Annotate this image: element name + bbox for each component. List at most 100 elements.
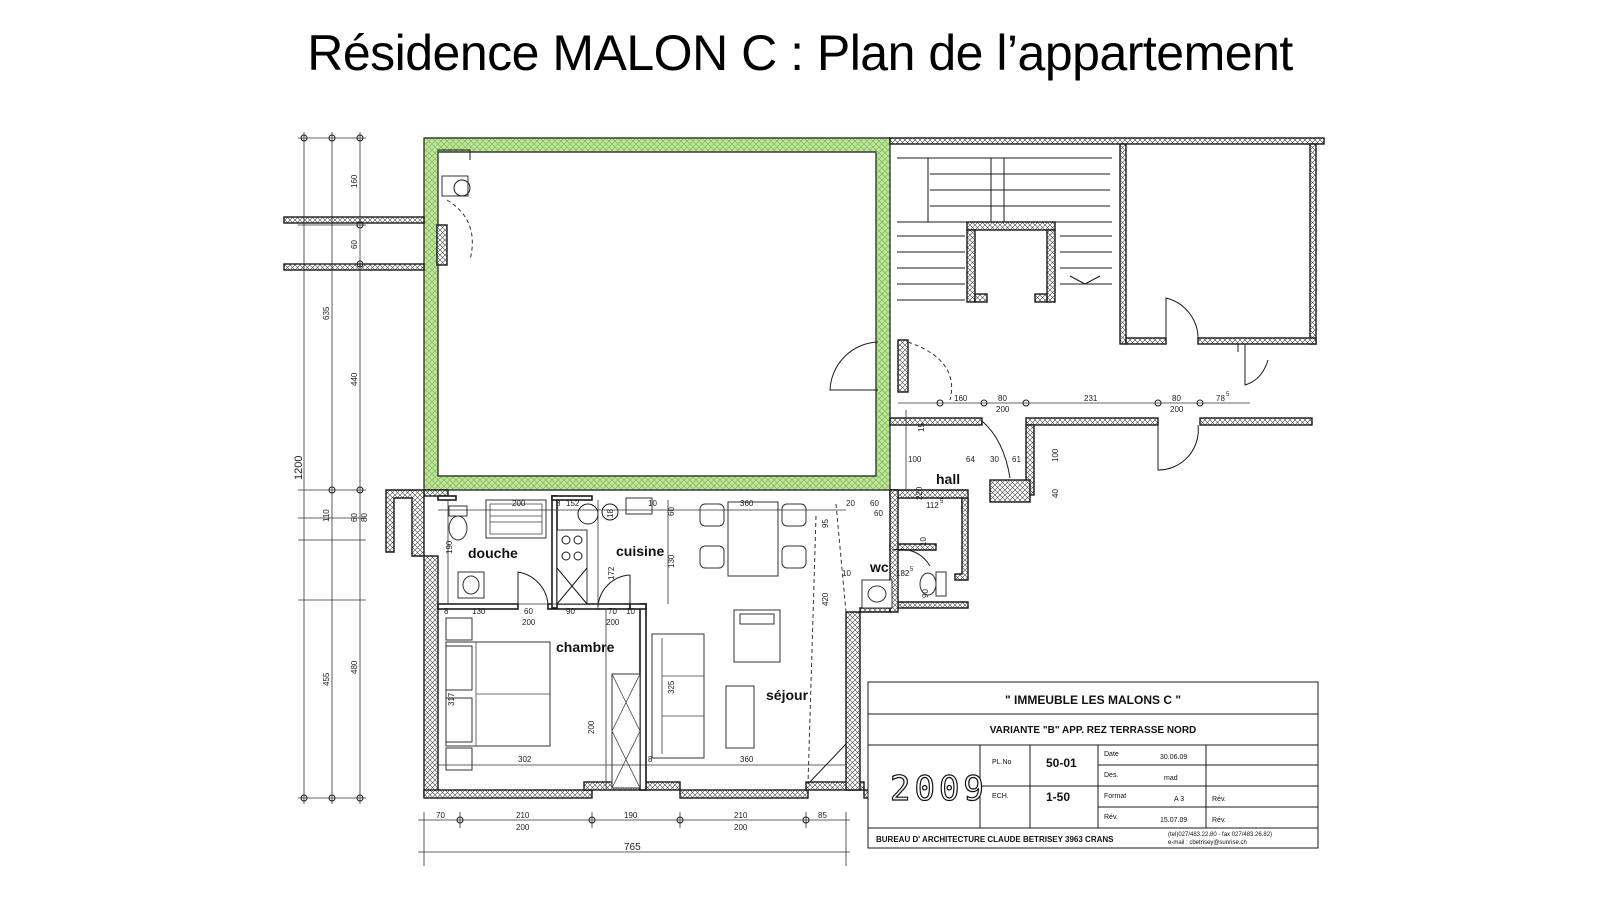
dim-hall-100: 100	[908, 455, 922, 464]
dim-wc-182-sup: 5	[910, 567, 914, 573]
dim-int-420: 420	[821, 592, 830, 606]
title-block-plno-value: 50-01	[1046, 756, 1077, 770]
room-wc: wc	[869, 559, 889, 575]
dim-wc-182: 182	[896, 569, 910, 578]
title-block-format-label: Format	[1104, 793, 1126, 800]
dim-hall-61: 61	[1012, 455, 1021, 464]
dim-hall-220: 220	[915, 486, 924, 500]
dim-bottom-210b: 210	[734, 811, 748, 820]
title-block-ech-label: ECH.	[992, 793, 1009, 800]
dim-left-160: 160	[350, 174, 359, 188]
dim-int-95: 95	[821, 519, 830, 528]
dim-int-200b: 200	[522, 618, 536, 627]
room-labels: douche cuisine chambre séjour hall wc	[468, 471, 960, 703]
title-block-rev-value: 15.07.09	[1160, 817, 1187, 824]
dim-int-10c: 10	[626, 607, 635, 616]
dimension-lines	[298, 132, 1250, 866]
title-block-des-value: mad	[1164, 775, 1178, 782]
dim-int-60: 60	[870, 499, 879, 508]
dim-wc-10b: 10	[919, 537, 928, 546]
dim-hall-200a: 200	[996, 405, 1010, 414]
title-block-rev-label3: Rév.	[1212, 817, 1226, 824]
title-block: " IMMEUBLE LES MALONS C " VARIANTE "B" A…	[867, 681, 1319, 849]
title-block-format-value: A 3	[1174, 796, 1184, 803]
title-block-date-label: Date	[1104, 751, 1119, 758]
dim-hall-64: 64	[966, 455, 975, 464]
dim-int-8: 8	[556, 499, 561, 508]
title-block-building: " IMMEUBLE LES MALONS C "	[1005, 693, 1181, 707]
dim-left-440: 440	[350, 372, 359, 386]
terrace	[423, 137, 891, 491]
dim-bottom-765: 765	[624, 842, 641, 853]
dim-bottom-200b: 200	[734, 823, 748, 832]
dim-int-130: 130	[667, 554, 676, 568]
title-block-rev-label: Rév.	[1104, 814, 1118, 821]
dim-int-20: 20	[846, 499, 855, 508]
dim-hall-231: 231	[1084, 394, 1098, 403]
dim-int-200c: 200	[606, 618, 620, 627]
dim-int-172: 172	[607, 566, 616, 580]
dim-bottom-200a: 200	[516, 823, 530, 832]
dim-int-152: 152	[566, 499, 580, 508]
title-block-ech-value: 1-50	[1046, 790, 1070, 804]
dim-wc-90: 90	[921, 589, 930, 598]
title-block-phone: (tel)027/483.22.80 - fax 027/483.26.82)	[1168, 832, 1272, 838]
dim-int-70: 70	[608, 607, 617, 616]
dim-hall-80a: 80	[998, 394, 1007, 403]
dim-wc-10: 10	[842, 569, 851, 578]
dim-bottom-210a: 210	[516, 811, 530, 820]
dim-int-200d: 200	[587, 720, 596, 734]
dim-hall-200b: 200	[1170, 405, 1184, 414]
dim-hall-112: 112	[926, 501, 939, 510]
furniture	[445, 497, 947, 789]
stairwell	[889, 137, 1325, 386]
hall-walls	[889, 417, 1313, 581]
dim-hall-100b: 100	[1051, 448, 1060, 462]
dim-bottom-70: 70	[436, 811, 445, 820]
dim-left-80: 80	[360, 513, 369, 522]
dim-int-8b: 8	[444, 607, 449, 616]
dim-int-302: 302	[518, 755, 532, 764]
dim-left-1200: 1200	[293, 456, 305, 480]
title-block-rev-label2: Rév.	[1212, 796, 1226, 803]
dim-left-110: 110	[322, 509, 331, 522]
title-block-des-label: Des.	[1104, 772, 1118, 779]
dim-hall-78: 78	[1216, 394, 1225, 403]
dim-int-360: 360	[740, 499, 754, 508]
dim-int-90: 90	[566, 607, 575, 616]
dim-left-455: 455	[322, 672, 331, 686]
dim-int-10: 10	[648, 499, 657, 508]
dim-bottom-85: 85	[818, 811, 827, 820]
corridor-door	[829, 339, 953, 401]
dim-left-480: 480	[350, 660, 359, 674]
dim-int-8c: 8	[648, 755, 653, 764]
dim-int-130c: 130	[472, 607, 486, 616]
title-block-plno-label: PL.No	[992, 759, 1012, 766]
dim-int-317: 317	[447, 692, 456, 706]
dim-hall-112-sup: 5	[940, 499, 944, 505]
dim-hall-78-sup: 5	[1226, 392, 1230, 398]
room-douche: douche	[468, 545, 518, 561]
title-block-office: BUREAU D' ARCHITECTURE CLAUDE BETRISEY 3…	[876, 835, 1114, 844]
title-block-email: e-mail : cbetrisey@sunrise.ch	[1168, 840, 1247, 846]
room-chambre: chambre	[556, 639, 615, 655]
title-block-year: 2009	[890, 769, 988, 809]
room-hall: hall	[936, 471, 960, 487]
dim-left-60b: 60	[350, 513, 359, 522]
dim-hall-160: 160	[954, 394, 968, 403]
dim-int-325: 325	[667, 680, 676, 694]
dim-hall-30: 30	[990, 455, 999, 464]
dim-int-60c2: 60	[524, 607, 533, 616]
terrace-door-left	[436, 149, 473, 266]
dim-int-190: 190	[445, 540, 454, 554]
dim-int-200: 200	[512, 499, 526, 508]
room-sejour: séjour	[766, 687, 809, 703]
dim-hall-40: 40	[1051, 489, 1060, 498]
dim-hall-80b: 80	[1172, 394, 1181, 403]
dim-bottom-190: 190	[624, 811, 638, 820]
dim-left-635: 635	[322, 306, 331, 320]
dim-left-60: 60	[350, 240, 359, 249]
dim-int-360b: 360	[740, 755, 754, 764]
dim-int-60b: 60	[667, 507, 676, 516]
